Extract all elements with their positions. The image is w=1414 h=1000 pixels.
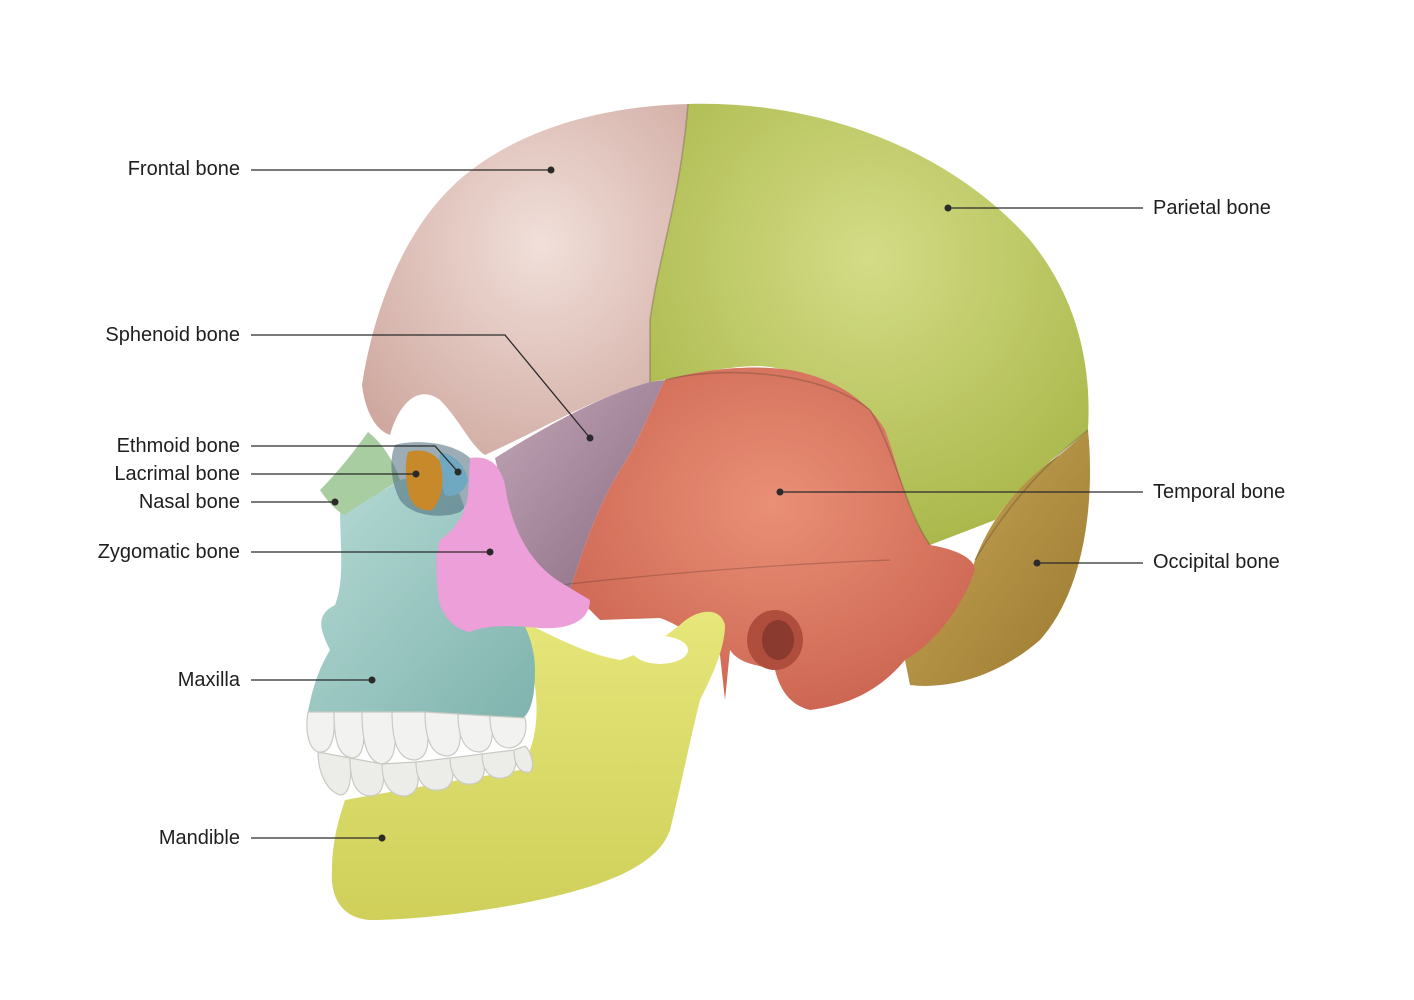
leader-sphenoid bbox=[251, 334, 591, 439]
label-lacrimal-bone: Lacrimal bone bbox=[114, 463, 240, 485]
marker-occipital bbox=[1033, 559, 1041, 567]
leader-ethmoid bbox=[251, 445, 459, 473]
marker-maxilla bbox=[368, 676, 376, 684]
squamous-suture bbox=[664, 371, 931, 546]
label-mandible: Mandible bbox=[159, 827, 240, 849]
marker-temporal bbox=[776, 488, 784, 496]
labels-left: Frontal bone Sphenoid bone Ethmoid bone … bbox=[98, 158, 241, 849]
frontal-bone-region bbox=[362, 104, 688, 455]
ethmoid-bone-region bbox=[439, 452, 468, 496]
label-temporal-bone: Temporal bone bbox=[1153, 481, 1285, 503]
marker-nasal bbox=[331, 498, 339, 506]
mandibular-notch bbox=[632, 636, 688, 664]
leader-lines-left bbox=[251, 166, 594, 842]
label-zygomatic-bone: Zygomatic bone bbox=[98, 541, 240, 563]
coronal-suture bbox=[649, 103, 689, 382]
label-nasal-bone: Nasal bone bbox=[139, 491, 240, 513]
marker-sphenoid bbox=[586, 434, 594, 442]
temporal-bone-region bbox=[570, 367, 975, 710]
lambdoid-suture bbox=[974, 429, 1089, 561]
ear-canal-inner bbox=[762, 620, 794, 660]
occipital-bone-region bbox=[905, 430, 1091, 686]
upper-teeth bbox=[306, 711, 527, 765]
lower-teeth bbox=[317, 745, 534, 797]
marker-parietal bbox=[944, 204, 952, 212]
maxilla-region bbox=[308, 470, 535, 720]
zygomatic-arch-line bbox=[559, 559, 891, 586]
parietal-bone-region bbox=[650, 103, 1089, 545]
label-sphenoid-bone: Sphenoid bone bbox=[105, 324, 240, 346]
label-occipital-bone: Occipital bone bbox=[1153, 551, 1280, 573]
label-parietal-bone: Parietal bone bbox=[1153, 197, 1271, 219]
marker-zygomatic bbox=[486, 548, 494, 556]
zygomatic-bone-region bbox=[436, 457, 590, 632]
label-maxilla: Maxilla bbox=[178, 669, 241, 691]
sphenoid-bone-region bbox=[495, 380, 665, 590]
leader-lines-right bbox=[776, 204, 1143, 567]
marker-mandible bbox=[378, 834, 386, 842]
marker-ethmoid bbox=[454, 468, 462, 476]
lacrimal-bone-region bbox=[405, 450, 443, 511]
label-frontal-bone: Frontal bone bbox=[128, 158, 240, 180]
label-ethmoid-bone: Ethmoid bone bbox=[117, 435, 240, 457]
marker-frontal bbox=[547, 166, 555, 174]
marker-lacrimal bbox=[412, 470, 420, 478]
labels-right: Parietal bone Temporal bone Occipital bo… bbox=[1153, 197, 1285, 573]
